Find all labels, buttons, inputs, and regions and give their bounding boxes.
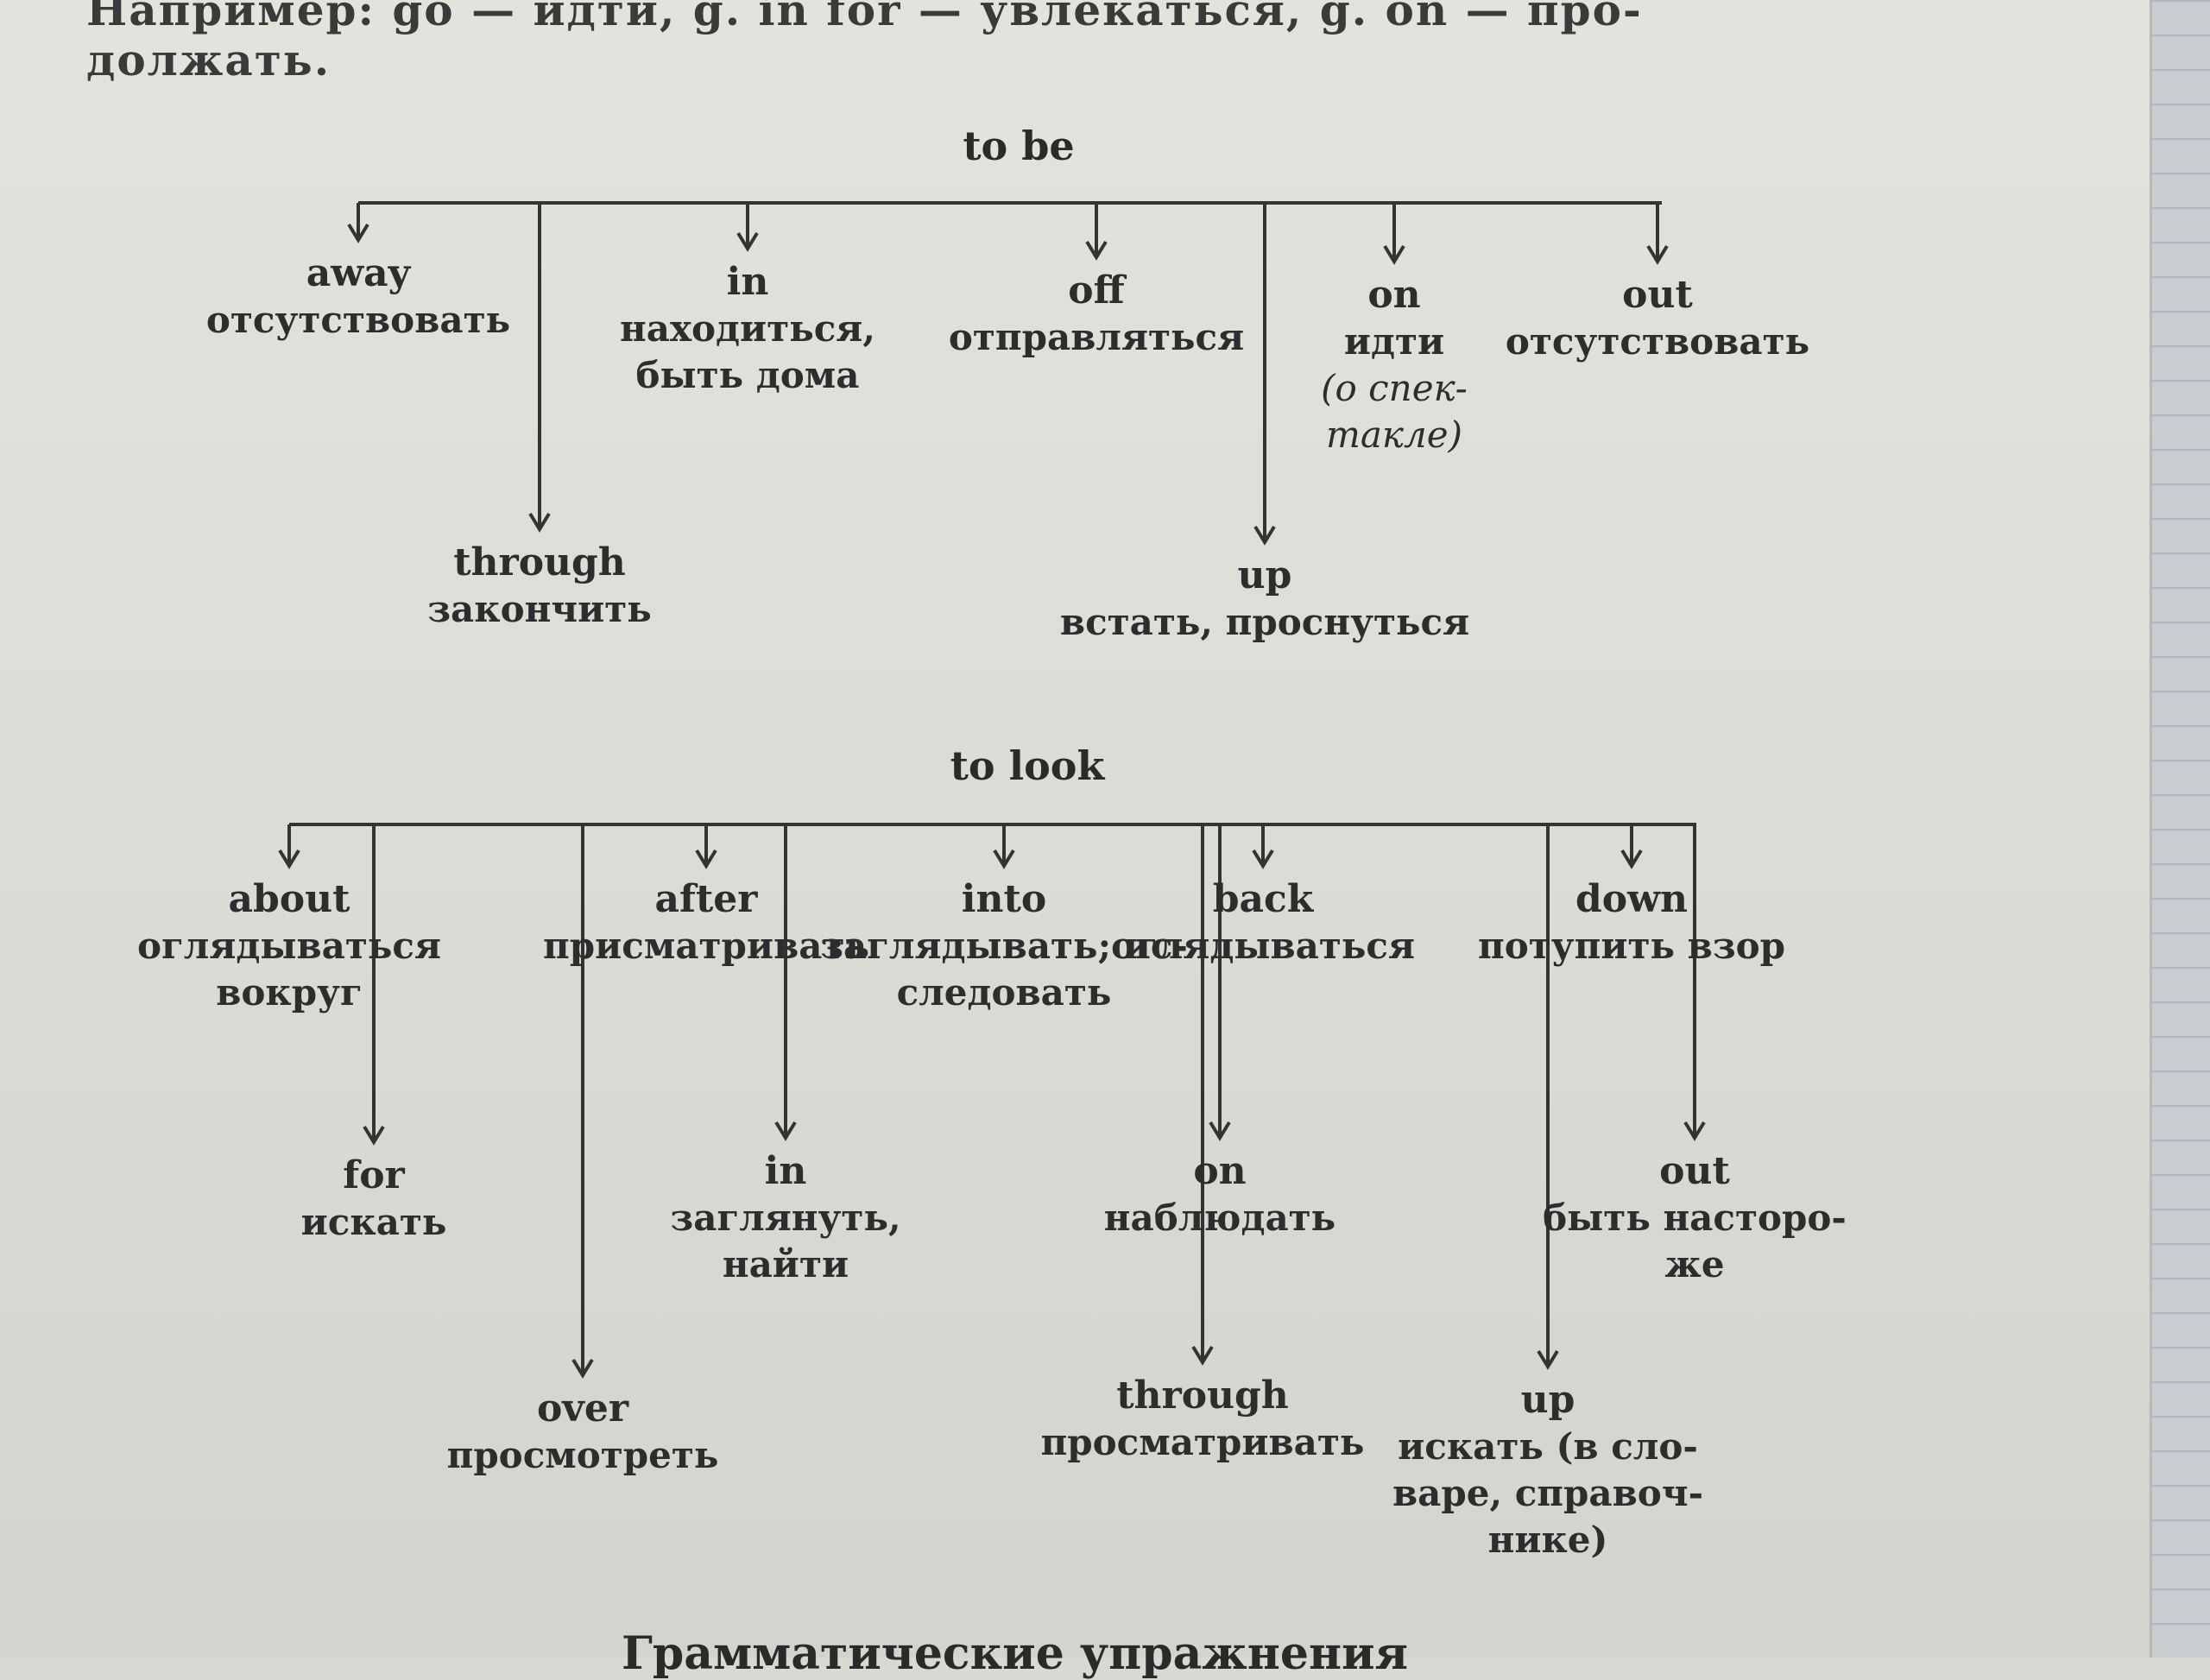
- translation-label: нике): [1487, 1519, 1608, 1561]
- translation-label: отсутствовать: [205, 299, 511, 341]
- translation-label: потупить взор: [1477, 925, 1786, 967]
- particle-label: up: [1237, 553, 1292, 597]
- translation-label: варе, справоч-: [1392, 1472, 1703, 1514]
- translation-label: наблюдать: [1103, 1197, 1336, 1239]
- look-arrow-head: [1209, 1121, 1231, 1141]
- look-arrow-head: [1191, 1345, 1214, 1366]
- be-arrow-head: [1383, 244, 1405, 265]
- book-page: [0, 0, 2150, 1658]
- be-arrow-head: [1085, 240, 1108, 261]
- look-arrow-head: [571, 1358, 594, 1379]
- look-arrow-head: [1683, 1121, 1706, 1141]
- particle-label: after: [654, 877, 758, 921]
- particle-label: back: [1212, 877, 1314, 921]
- look-arrow-head: [993, 849, 1015, 869]
- translation-label: следовать: [896, 971, 1112, 1014]
- particle-label: on: [1367, 273, 1421, 317]
- particle-label: through: [453, 540, 626, 584]
- translation-label: искать (в сло-: [1398, 1425, 1698, 1468]
- translation-label: закончить: [427, 588, 652, 630]
- look-arrow-head: [363, 1125, 385, 1146]
- translation-label: отправляться: [948, 316, 1245, 358]
- notebook-page-edge: [2150, 0, 2210, 1658]
- be-arrow-head: [1646, 244, 1669, 265]
- intro-text-line-1: Например: go — идти, g. in for — увлекат…: [86, 0, 1643, 35]
- particle-label: away: [306, 251, 411, 295]
- particle-label: off: [1068, 268, 1125, 313]
- translation-label: искать: [300, 1201, 447, 1243]
- particle-label: through: [1116, 1374, 1289, 1418]
- root-to-look: to look: [950, 742, 1105, 789]
- particle-label: over: [536, 1386, 629, 1431]
- particle-label: for: [343, 1153, 405, 1197]
- look-arrow-head: [1620, 849, 1643, 869]
- section-heading-footer: Грамматические упражнения: [622, 1627, 1408, 1680]
- note-label: такле): [1326, 414, 1462, 456]
- translation-label: оглядываться: [136, 925, 442, 967]
- translation-label: встать, проснуться: [1059, 601, 1470, 643]
- look-arrow-head: [1252, 849, 1274, 869]
- translation-label: оглядываться: [1110, 925, 1416, 967]
- be-arrow-head: [347, 223, 369, 243]
- particle-label: up: [1520, 1378, 1575, 1422]
- translation-label: заглядывать; ис-: [820, 925, 1188, 967]
- translation-label: отсутствовать: [1505, 320, 1810, 363]
- particle-label: down: [1575, 877, 1688, 921]
- translation-label: просматривать: [1040, 1421, 1365, 1463]
- intro-text-line-2: должать.: [86, 35, 332, 85]
- look-arrow-head: [695, 849, 717, 869]
- particle-label: about: [228, 877, 350, 921]
- translation-label: идти: [1343, 320, 1445, 363]
- look-arrow-head: [1537, 1349, 1559, 1370]
- translation-label: находиться,: [620, 307, 875, 350]
- particle-label: in: [764, 1149, 807, 1193]
- particle-label: out: [1622, 273, 1693, 317]
- translation-label: быть насторо-: [1543, 1197, 1847, 1239]
- root-to-be: to be: [963, 123, 1075, 169]
- translation-label: заглянуть,: [670, 1197, 901, 1239]
- particle-label: out: [1659, 1149, 1730, 1193]
- be-arrow-head: [736, 231, 759, 252]
- translation-label: присматривать: [543, 925, 869, 967]
- translation-label: просмотреть: [446, 1434, 719, 1476]
- translation-label: быть дома: [635, 354, 860, 396]
- translation-label: же: [1664, 1243, 1725, 1285]
- look-arrow-head: [774, 1121, 797, 1141]
- particle-label: into: [961, 877, 1047, 921]
- look-arrow-head: [278, 849, 300, 869]
- particle-label: in: [726, 260, 769, 304]
- be-arrow-head: [528, 512, 551, 533]
- particle-label: on: [1193, 1149, 1247, 1193]
- translation-label: найти: [722, 1243, 849, 1285]
- note-label: (о спек-: [1321, 367, 1468, 409]
- be-arrow-head: [1253, 525, 1276, 546]
- translation-label: вокруг: [216, 971, 363, 1014]
